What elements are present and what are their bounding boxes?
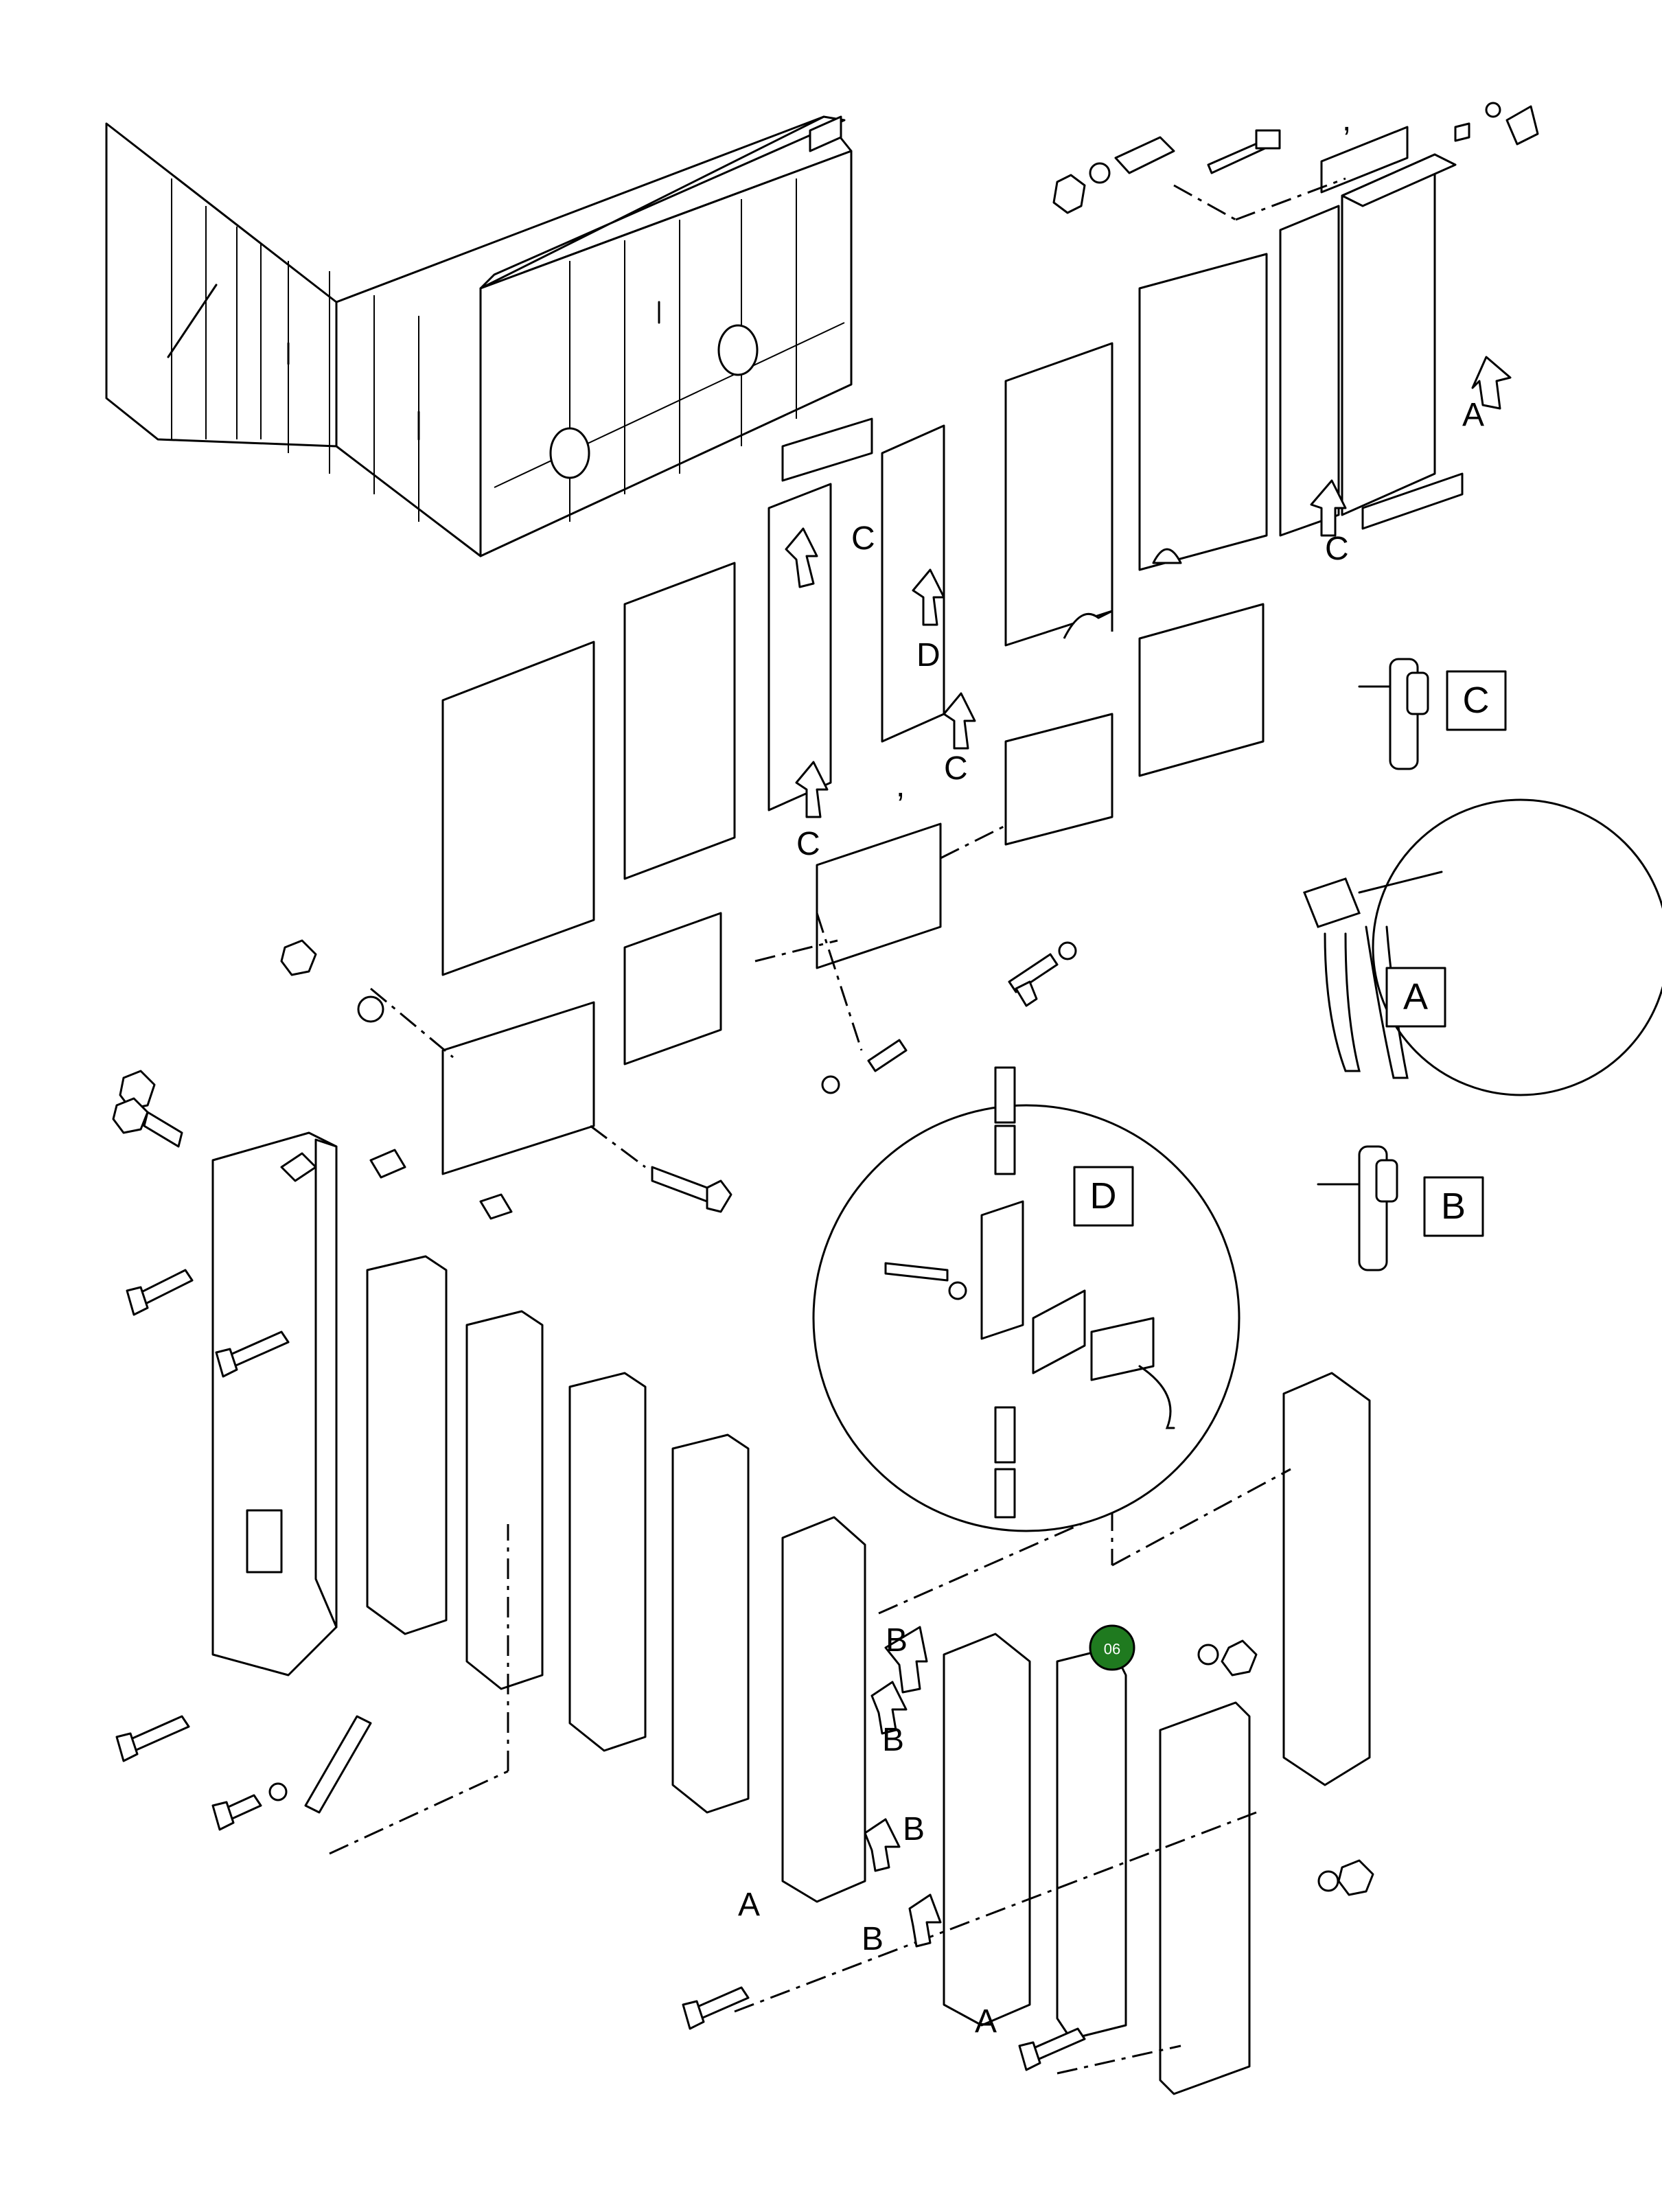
detail-label-box-d: D [1073, 1166, 1134, 1227]
arrow-icon [1471, 356, 1512, 410]
detail-b-label: B [1441, 1186, 1466, 1227]
arrow-icon [912, 568, 945, 626]
callout-c-label: C [944, 750, 968, 787]
lower-left-panels [211, 1131, 1371, 2095]
assembled-housing [105, 115, 853, 557]
arrow-icon [884, 1626, 928, 1694]
detail-circle-a [1303, 798, 1662, 1096]
detail-d-label: D [1090, 1175, 1117, 1217]
arrow-icon [908, 1893, 942, 1948]
callout-c-label: C [1325, 531, 1349, 567]
top-hardware [1052, 102, 1539, 221]
callout-d-label: D [916, 637, 940, 673]
callout-c-label: C [851, 520, 875, 557]
detail-c-label: C [1463, 680, 1490, 721]
middle-fasteners [119, 939, 1077, 1213]
marker-label[interactable]: 06 [1104, 1641, 1120, 1658]
upper-right-panels [441, 153, 1464, 976]
stray-comma: , [1342, 102, 1351, 138]
hinge-b [1317, 1145, 1398, 1271]
callout-b-label: B [862, 1921, 884, 1957]
arrow-icon [795, 761, 829, 818]
callout-c-label: C [796, 826, 820, 862]
hinge-c [1358, 658, 1429, 770]
middle-blocks [370, 603, 1265, 1175]
arrow-icon [785, 527, 818, 588]
stray-comma: , [896, 768, 905, 804]
callout-a-label: A [738, 1887, 760, 1923]
callout-a-label: A [975, 2003, 997, 2040]
detail-label-box-a: A [1385, 967, 1446, 1028]
arrow-icon [870, 1681, 908, 1735]
detail-label-box-c: C [1446, 670, 1507, 731]
detail-a-label: A [1403, 976, 1428, 1017]
callout-arrows [785, 356, 1512, 1948]
arrow-icon [864, 1818, 901, 1872]
callout-a-label: A [1462, 397, 1484, 433]
lower-fasteners [112, 1097, 1374, 2071]
arrow-icon [1310, 479, 1347, 537]
callout-b-label: B [886, 1622, 908, 1659]
callout-b-label: B [882, 1722, 904, 1758]
callout-b-label: B [903, 1811, 925, 1847]
detail-circle-d [812, 1066, 1240, 1532]
marker-circle[interactable] [1089, 1624, 1135, 1671]
arrow-icon [943, 692, 976, 750]
detail-label-box-b: B [1423, 1176, 1484, 1237]
callout-labels: A C C D C C B B B B A A , , [738, 102, 1484, 2040]
part-marker-06[interactable]: 06 [1089, 1624, 1135, 1671]
